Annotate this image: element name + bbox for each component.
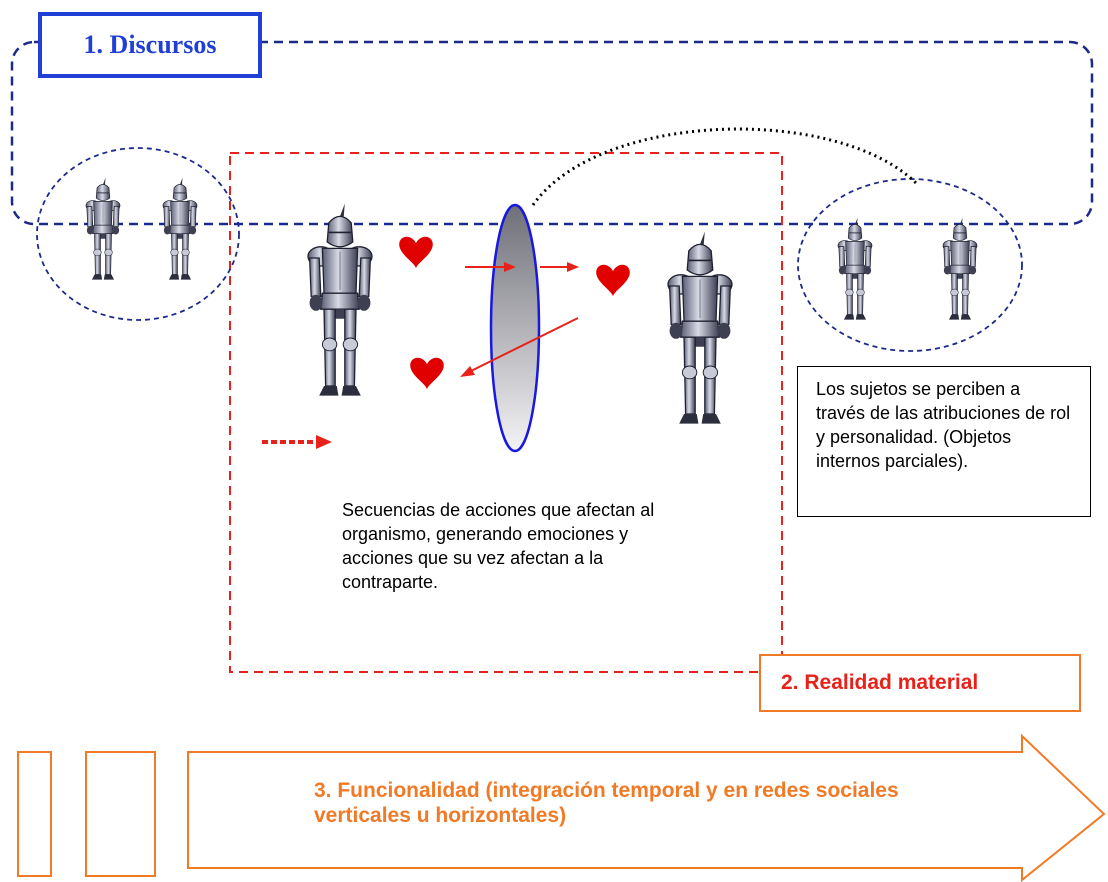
knight-icon [85, 177, 121, 281]
functional-bar-1 [17, 751, 52, 877]
arrow-icon [465, 262, 516, 272]
knight-icon [307, 202, 373, 397]
functional-bar-2 [85, 751, 156, 877]
knight-icon [667, 230, 733, 425]
knight-icon [837, 217, 873, 321]
heart-icon [399, 236, 433, 269]
knight-icon [162, 177, 198, 281]
realidad-frame [229, 152, 783, 673]
arrow-icon [460, 317, 579, 377]
funcionalidad-label: 3. Funcionalidad (integración temporal y… [314, 779, 899, 827]
roles-text-box: Los sujetos se perciben a través de las … [797, 366, 1091, 517]
discursos-label: 1. Discursos [83, 30, 217, 59]
realidad-label-box: 2. Realidad material [759, 654, 1081, 712]
roles-text: Los sujetos se perciben a través de las … [816, 379, 1071, 471]
arrow-icon [262, 435, 332, 449]
dotted-link [531, 127, 920, 206]
discursos-label-box: 1. Discursos [38, 12, 262, 78]
knight-icon [942, 217, 978, 321]
sequence-text: Secuencias de acciones que afectan al or… [342, 500, 655, 592]
realidad-label: 2. Realidad material [781, 671, 979, 694]
discursos-frame [10, 40, 1094, 226]
functional-arrow [187, 733, 1106, 882]
heart-icon [410, 357, 444, 390]
heart-icon [596, 264, 630, 297]
left-group-ellipse [36, 147, 240, 321]
lens-icon [489, 203, 541, 453]
arrow-icon [540, 262, 579, 272]
right-group-ellipse [797, 178, 1023, 352]
